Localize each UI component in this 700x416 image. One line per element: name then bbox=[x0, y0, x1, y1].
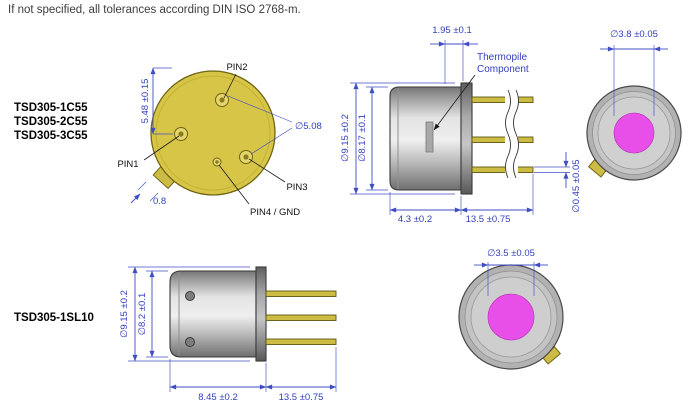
model-label: TSD305-1C55 bbox=[14, 102, 88, 114]
dim-pin-length: 13.5 ±0.75 bbox=[265, 347, 337, 403]
dim-pin-spacing: 5.48 ±0.15 bbox=[140, 67, 173, 135]
cap-detail-bottom bbox=[185, 337, 195, 347]
dim-body-len-text: 8.45 ±0.2 bbox=[198, 392, 238, 403]
callout-line1: Thermopile bbox=[477, 52, 527, 63]
dim-flange-diameter: ∅9.15 ±0.2 bbox=[340, 82, 455, 195]
break-symbol bbox=[505, 89, 519, 179]
header-rim bbox=[155, 75, 271, 191]
dim-tab-width: 0.8 bbox=[130, 181, 166, 207]
pin1-label: PIN1 bbox=[117, 159, 138, 170]
side-view-sl10: ∅9.15 ±0.2 ∅8.2 ±0.1 8. bbox=[119, 266, 337, 403]
can-flange bbox=[460, 82, 473, 195]
sensor-window bbox=[613, 112, 655, 154]
thermopile-element bbox=[425, 121, 434, 153]
dim-pin-spacing-text: 5.48 ±0.15 bbox=[140, 79, 151, 124]
model-label-sl10: TSD305-1SL10 bbox=[14, 312, 94, 324]
dim-cap-diameter: ∅8.17 ±0.1 bbox=[357, 86, 388, 191]
dim-cap-offset: 1.95 ±0.1 bbox=[430, 25, 478, 84]
pin-3 bbox=[239, 150, 253, 164]
dim-pin-circle-text: ∅5.08 bbox=[295, 121, 322, 132]
callout-line2: Component bbox=[477, 64, 529, 75]
dim-body-len-text: 4.3 ±0.2 bbox=[398, 214, 432, 225]
model-list-c55: TSD305-1C55 TSD305-2C55 TSD305-3C55 bbox=[14, 101, 88, 143]
dim-pin-length: 13.5 ±0.75 bbox=[460, 174, 534, 225]
dim-body-length: 4.3 ±0.2 bbox=[389, 192, 462, 225]
can-flange bbox=[255, 266, 267, 362]
lead-pins bbox=[265, 290, 337, 345]
pin3-label: PIN3 bbox=[286, 182, 307, 193]
header-base bbox=[150, 70, 276, 196]
model-label: TSD305-3C55 bbox=[14, 130, 88, 142]
tolerance-note: If not specified, all tolerances accordi… bbox=[8, 4, 301, 16]
dim-window-dia-text: ∅3.8 ±0.05 bbox=[610, 29, 658, 40]
dim-window-diameter: ∅3.8 ±0.05 bbox=[600, 29, 668, 116]
dim-pin-len-text: 13.5 ±0.75 bbox=[279, 392, 324, 403]
pin-1 bbox=[174, 127, 188, 141]
thermopile-callout: Thermopile Component bbox=[433, 52, 529, 131]
cap-detail-top bbox=[185, 291, 195, 301]
dim-cap-dia-text: ∅8.2 ±0.1 bbox=[137, 293, 148, 336]
pin2-label: PIN2 bbox=[226, 62, 247, 73]
side-view-c55: ∅9.15 ±0.2 ∅8.17 ±0.1 bbox=[340, 25, 582, 225]
dim-pin-diameter: ∅0.45 ±0.05 bbox=[534, 152, 582, 213]
dim-pin-dia-text: ∅0.45 ±0.05 bbox=[571, 159, 582, 212]
dim-flange-dia-text: ∅9.15 ±0.2 bbox=[340, 114, 351, 162]
model-label: TSD305-2C55 bbox=[14, 116, 88, 128]
pin-2 bbox=[215, 93, 229, 107]
dim-cap-diameter: ∅8.2 ±0.1 bbox=[137, 270, 168, 358]
dim-window-dia-text: ∅3.5 ±0.05 bbox=[487, 248, 535, 259]
can-cap bbox=[389, 86, 462, 191]
pin-4-gnd bbox=[212, 157, 222, 167]
pin-leader-lines bbox=[143, 73, 286, 205]
dim-cap-offset-text: 1.95 ±0.1 bbox=[432, 25, 472, 36]
dim-flange-dia-text: ∅9.15 ±0.2 bbox=[119, 290, 130, 338]
top-view-sl10: ∅3.5 ±0.05 bbox=[458, 248, 564, 370]
dim-flange-diameter: ∅9.15 ±0.2 bbox=[119, 266, 250, 362]
dim-body-length: 8.45 ±0.2 bbox=[169, 359, 267, 403]
dim-window-diameter: ∅3.5 ±0.05 bbox=[474, 248, 548, 296]
can-cap bbox=[169, 270, 257, 358]
dim-pin-len-text: 13.5 ±0.75 bbox=[466, 214, 511, 225]
pin4-label: PIN4 / GND bbox=[250, 207, 300, 218]
dim-pin-circle: ∅5.08 bbox=[227, 95, 322, 155]
top-view-c55: ∅3.8 ±0.05 bbox=[586, 29, 682, 181]
dim-tab-text: 0.8 bbox=[153, 196, 166, 207]
lead-pins bbox=[471, 96, 534, 173]
bottom-view-c55: PIN2 PIN1 PIN3 PIN4 / GND ∅5.08 5.48 ±0.… bbox=[117, 62, 321, 218]
sensor-window bbox=[487, 293, 535, 341]
dim-cap-dia-text: ∅8.17 ±0.1 bbox=[357, 114, 368, 162]
